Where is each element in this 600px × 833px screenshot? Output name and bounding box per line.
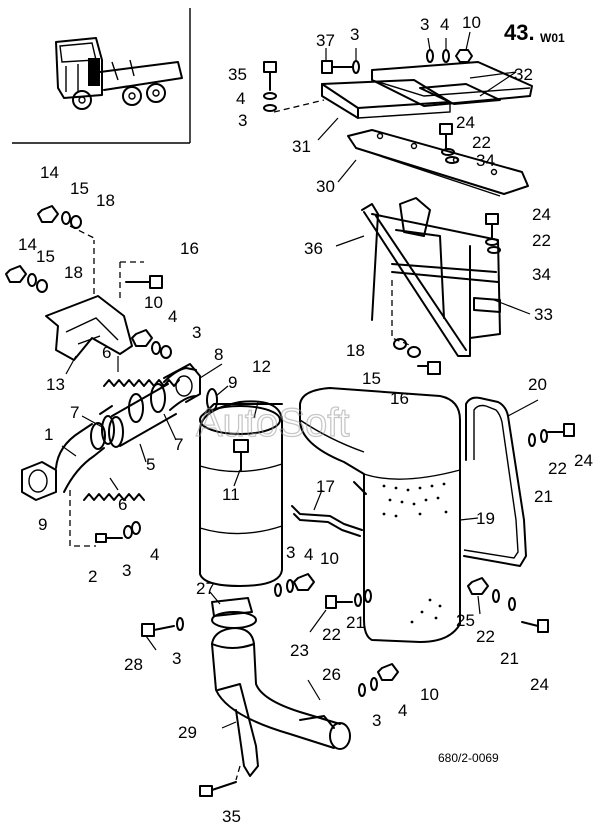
callout-3: 3 <box>172 649 181 668</box>
callout-22: 22 <box>532 231 551 250</box>
callout-33: 33 <box>534 305 553 324</box>
callout-8: 8 <box>214 345 223 364</box>
callout-31: 31 <box>292 137 311 156</box>
callout-36: 36 <box>304 239 323 258</box>
callout-3: 3 <box>286 543 295 562</box>
callout-21: 21 <box>346 613 365 632</box>
catalytic-silencer-canister <box>199 400 283 629</box>
callout-22: 22 <box>472 133 491 152</box>
callout-10: 10 <box>462 13 481 32</box>
callout-27: 27 <box>196 579 215 598</box>
callout-9: 9 <box>228 373 237 392</box>
callout-2: 2 <box>88 567 97 586</box>
callout-3: 3 <box>238 111 247 130</box>
callout-7: 7 <box>70 403 79 422</box>
callout-24: 24 <box>574 451 593 470</box>
callout-9: 9 <box>38 515 47 534</box>
callout-32: 32 <box>514 65 533 84</box>
callout-6: 6 <box>102 343 111 362</box>
truck-locator-inset <box>12 8 191 144</box>
callout-4: 4 <box>304 545 313 564</box>
callout-21: 21 <box>500 649 519 668</box>
callout-22: 22 <box>548 459 567 478</box>
callout-14: 14 <box>18 235 37 254</box>
callout-34: 34 <box>476 151 495 170</box>
callout-15: 15 <box>362 369 381 388</box>
upper-bracket-plates <box>321 61 533 197</box>
callout-4: 4 <box>150 545 159 564</box>
callout-3: 3 <box>350 25 359 44</box>
callout-35: 35 <box>222 807 241 826</box>
callout-11: 11 <box>222 485 240 504</box>
callout-29: 29 <box>178 723 197 742</box>
callout-4: 4 <box>440 15 449 34</box>
callout-15: 15 <box>70 179 89 198</box>
tailpipe-and-bracket <box>211 627 351 781</box>
callout-34: 34 <box>532 265 551 284</box>
callout-35: 35 <box>228 65 247 84</box>
lower-fasteners <box>141 338 575 797</box>
callout-4: 4 <box>398 701 407 720</box>
callout-18: 18 <box>64 263 83 282</box>
left-hanger-bracket <box>5 205 172 361</box>
callout-16: 16 <box>180 239 199 258</box>
watermark-text: AutoSoft <box>196 401 349 445</box>
leader-lines <box>61 31 539 729</box>
callout-7: 7 <box>174 435 183 454</box>
callout-28: 28 <box>124 655 143 674</box>
callout-4: 4 <box>168 307 177 326</box>
callout-labels: 37 3 3 4 10 35 4 3 32 24 22 34 31 30 24 … <box>18 13 593 826</box>
callout-22: 22 <box>322 625 341 644</box>
callout-18: 18 <box>96 191 115 210</box>
callout-30: 30 <box>316 177 335 196</box>
perforation-dots <box>382 482 448 624</box>
callout-3: 3 <box>192 323 201 342</box>
group-suffix: W01 <box>540 31 565 45</box>
drawing-reference: 680/2-0069 <box>438 751 499 765</box>
callout-10: 10 <box>420 685 439 704</box>
callout-6: 6 <box>118 495 127 514</box>
callout-5: 5 <box>146 455 155 474</box>
callout-15: 15 <box>36 247 55 266</box>
callout-3: 3 <box>420 15 429 34</box>
callout-18: 18 <box>346 341 365 360</box>
callout-23: 23 <box>290 641 309 660</box>
callout-13: 13 <box>46 375 65 394</box>
callout-3: 3 <box>122 561 131 580</box>
callout-22: 22 <box>476 627 495 646</box>
callout-25: 25 <box>456 611 475 630</box>
callout-17: 17 <box>316 477 335 496</box>
callout-16: 16 <box>390 389 409 408</box>
callout-14: 14 <box>40 163 59 182</box>
exhaust-pipe-assembly <box>21 363 218 547</box>
callout-12: 12 <box>252 357 271 376</box>
callout-20: 20 <box>528 375 547 394</box>
callout-24: 24 <box>530 675 549 694</box>
callout-1: 1 <box>44 425 53 444</box>
support-frame <box>361 197 501 357</box>
callout-24: 24 <box>456 113 475 132</box>
callout-21: 21 <box>534 487 553 506</box>
callout-10: 10 <box>320 549 339 568</box>
callout-24: 24 <box>532 205 551 224</box>
callout-37: 37 <box>316 31 335 50</box>
callout-4: 4 <box>236 89 245 108</box>
group-number: 43. <box>504 20 535 45</box>
callout-10: 10 <box>144 293 163 312</box>
callout-19: 19 <box>476 509 495 528</box>
callout-3: 3 <box>372 711 381 730</box>
callout-26: 26 <box>322 665 341 684</box>
